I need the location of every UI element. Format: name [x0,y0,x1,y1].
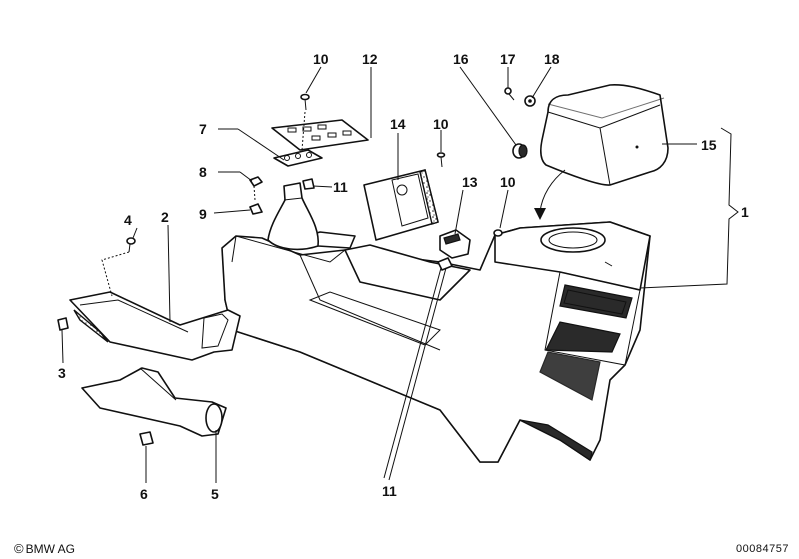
callout-15: 15 [701,137,717,153]
clip-3 [57,317,69,331]
copyright-notice: ©BMW AG [14,541,75,556]
clip-9 [249,203,263,215]
clip-11-upper [302,178,315,190]
callout-10-mid: 10 [433,116,449,132]
cover-plate [271,119,369,151]
callout-13: 13 [462,174,478,190]
lower-trim-5 [81,367,227,437]
arrow-head [534,208,546,220]
assembly-arrow [539,169,566,213]
callout-17: 17 [500,51,516,67]
callout-16: 16 [453,51,469,67]
screw-17 [504,87,515,101]
callout-18: 18 [544,51,560,67]
callout-11-upper: 11 [333,179,348,195]
callout-6: 6 [140,486,148,502]
callout-1: 1 [741,204,749,220]
callout-8: 8 [199,164,207,180]
copyright-text: BMW AG [25,542,75,556]
center-console [221,182,651,463]
callout-2: 2 [161,209,169,225]
clip-8 [249,176,263,187]
leader-lines [61,66,739,483]
callout-10-top: 10 [313,51,329,67]
callout-4: 4 [124,212,132,228]
grommet-16 [512,143,528,159]
screw-10-right [493,229,503,237]
callout-3: 3 [58,365,66,381]
copyright-symbol: © [14,541,24,556]
washer-18 [524,95,536,107]
clip-6 [139,431,154,446]
screw-10-mid [436,152,446,168]
screw-10-top [300,93,310,111]
callout-10-right: 10 [500,174,516,190]
callout-5: 5 [211,486,219,502]
callout-12: 12 [362,51,378,67]
plate-7 [273,149,323,167]
callout-7: 7 [199,121,207,137]
side-trim-2 [69,291,241,361]
callout-11-lower: 11 [382,483,397,499]
ashtray-14 [363,169,439,241]
callout-14: 14 [390,116,406,132]
storage-box-15 [540,84,669,186]
callout-9: 9 [199,206,207,222]
document-number: 00084757 [736,543,789,555]
screw-4 [126,237,136,253]
